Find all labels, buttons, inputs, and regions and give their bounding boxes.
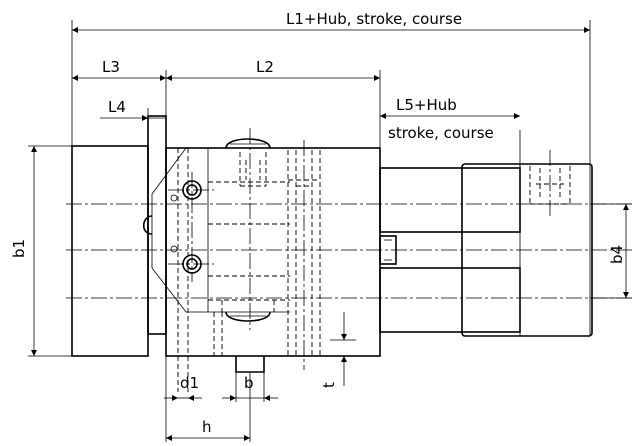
center-lines bbox=[66, 128, 632, 370]
label-l2: L2 bbox=[256, 58, 274, 76]
label-l4: L4 bbox=[108, 98, 126, 116]
bottom-key bbox=[235, 356, 265, 373]
main-housing bbox=[165, 147, 381, 357]
nose-pin bbox=[142, 215, 153, 235]
bottom-cap bbox=[225, 311, 271, 322]
label-t: t bbox=[320, 382, 338, 388]
label-b1: b1 bbox=[10, 239, 28, 258]
chamfer-block bbox=[151, 147, 209, 313]
upper-rod bbox=[379, 167, 521, 233]
label-b: b bbox=[244, 374, 254, 392]
dimension-lines bbox=[28, 20, 632, 442]
dimension-labels: L1+Hub, stroke, course L3 L2 L4 L5+Hub s… bbox=[10, 10, 626, 436]
label-b4: b4 bbox=[608, 245, 626, 264]
label-l1: L1+Hub, stroke, course bbox=[286, 10, 462, 28]
label-l5-hub: L5+Hub bbox=[396, 96, 457, 114]
intermediate-plate bbox=[147, 115, 167, 335]
hidden-lines bbox=[177, 148, 321, 392]
label-d1: d1 bbox=[180, 374, 199, 392]
hole-upper bbox=[170, 194, 178, 202]
label-l3: L3 bbox=[102, 58, 120, 76]
hole-lower bbox=[170, 245, 178, 253]
flange-plate bbox=[71, 145, 149, 357]
lower-rod bbox=[379, 267, 521, 333]
gripper-body bbox=[71, 115, 381, 373]
label-h: h bbox=[202, 418, 212, 436]
label-l5-stroke: stroke, course bbox=[388, 124, 494, 142]
top-cap bbox=[225, 138, 271, 149]
